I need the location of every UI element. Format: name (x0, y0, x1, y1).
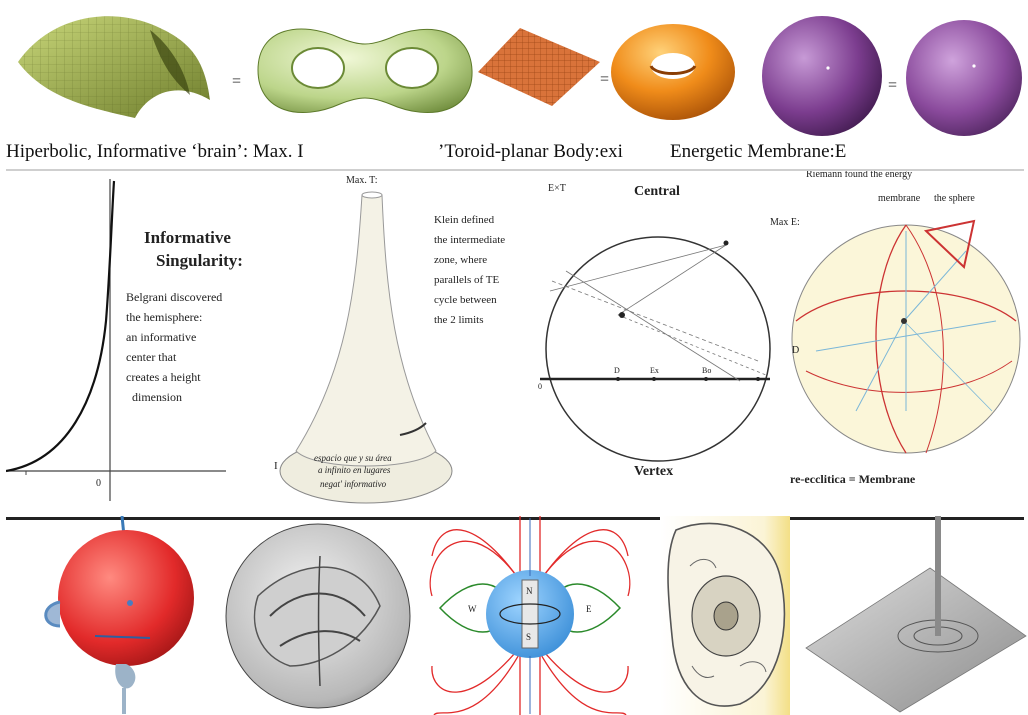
klein-text-line: cycle between (434, 294, 497, 306)
hyperbola-text-line: dimension (132, 390, 182, 404)
riemann-note-line: the sphere (934, 193, 975, 204)
informative-singularity-title-2: Singularity: (156, 251, 243, 270)
hyperbola-text-line: center that (126, 350, 177, 364)
membrane-label: re-ecclitica = Membrane (790, 472, 916, 486)
grey-sphere-cross-section-icon (226, 524, 410, 708)
saddle-surface-icon (18, 16, 210, 118)
klein-text-line: parallels of TE (434, 274, 499, 286)
magnetic-field-icon (430, 516, 630, 715)
purple-sphere-right-icon (906, 20, 1022, 136)
riemann-note-line: Riemann found the energy (806, 171, 912, 180)
axis-origin-label: 0 (96, 478, 101, 489)
funnel-top-label: Max. T: (346, 175, 378, 186)
vertex-label: Vertex (634, 464, 673, 479)
caption-informative-brain: Hiperbolic, Informative ‘brain’: Max. I (6, 141, 304, 163)
funnel-base-line: negat' informativo (320, 479, 387, 489)
funnel-base-text: espacio que y su área a infinito en luga… (314, 453, 392, 489)
equals-sign: = (600, 71, 609, 88)
caption-energetic-membrane: Energetic Membrane:E (670, 141, 846, 163)
central-label: Central (634, 184, 680, 199)
top-row: = = = (0, 0, 1028, 140)
biological-cell-icon (660, 516, 790, 715)
double-torus-icon (258, 29, 472, 113)
bottom-row: N S W E (0, 516, 1028, 715)
magnet-west-label: W (468, 604, 477, 614)
hyperbola-text-line: an informative (126, 330, 196, 344)
riemann-sphere-diagram (792, 221, 1020, 453)
hyperbola-text-line: Belgrani discovered (126, 290, 222, 304)
magnet-north-label: N (526, 586, 533, 596)
geometry-panel: 0 Informative Singularity: Belgrani disc… (6, 169, 1024, 520)
klein-text-line: the intermediate (434, 234, 505, 246)
spike-surface-icon (806, 516, 1026, 712)
purple-sphere-left-icon (762, 16, 882, 136)
riemann-note-line: membrane (878, 193, 921, 204)
axis-point-label: Ex (650, 366, 659, 375)
funnel-base-line: a infinito en lugares (318, 465, 391, 475)
geometry-panel-diagram: 0 Informative Singularity: Belgrani disc… (6, 171, 1024, 511)
funnel-side-label: I (274, 460, 278, 472)
circle-top-left-label: E×T (548, 183, 566, 194)
klein-description: Klein defined the intermediate zone, whe… (434, 214, 505, 326)
klein-disk-diagram (540, 237, 770, 461)
klein-text-line: Klein defined (434, 214, 495, 226)
informative-singularity-title: Informative (144, 228, 231, 247)
caption-toroid-body: ’Toroid-planar Body:exi (438, 141, 623, 163)
hyperbola-text-line: the hemisphere: (126, 310, 202, 324)
equals-sign: = (232, 73, 241, 90)
torus-icon (611, 24, 735, 120)
hyperbola-description: Belgrani discovered the hemisphere: an i… (126, 290, 222, 404)
red-sphere-embryo-icon (46, 516, 194, 714)
klein-text-line: zone, where (434, 254, 487, 266)
axis-point-label: D (614, 366, 620, 375)
hyperbola-text-line: creates a height (126, 370, 201, 384)
top-row-illustrations: = = = (0, 0, 1028, 140)
klein-text-line: the 2 limits (434, 314, 484, 326)
magnet-east-label: E (586, 604, 592, 614)
riemann-max-label: Max E: (770, 217, 800, 228)
magnet-south-label: S (526, 632, 531, 642)
planar-sheet-icon (478, 28, 600, 106)
axis-point-label: Bo (702, 366, 711, 375)
riemann-side-label: D (792, 345, 799, 356)
equals-sign: = (888, 77, 897, 94)
funnel-base-line: espacio que y su área (314, 453, 392, 463)
bottom-row-illustrations: N S W E (0, 516, 1028, 715)
axis-point-label: 0 (538, 382, 542, 391)
caption-row: Hiperbolic, Informative ‘brain’: Max. I … (6, 141, 1024, 171)
